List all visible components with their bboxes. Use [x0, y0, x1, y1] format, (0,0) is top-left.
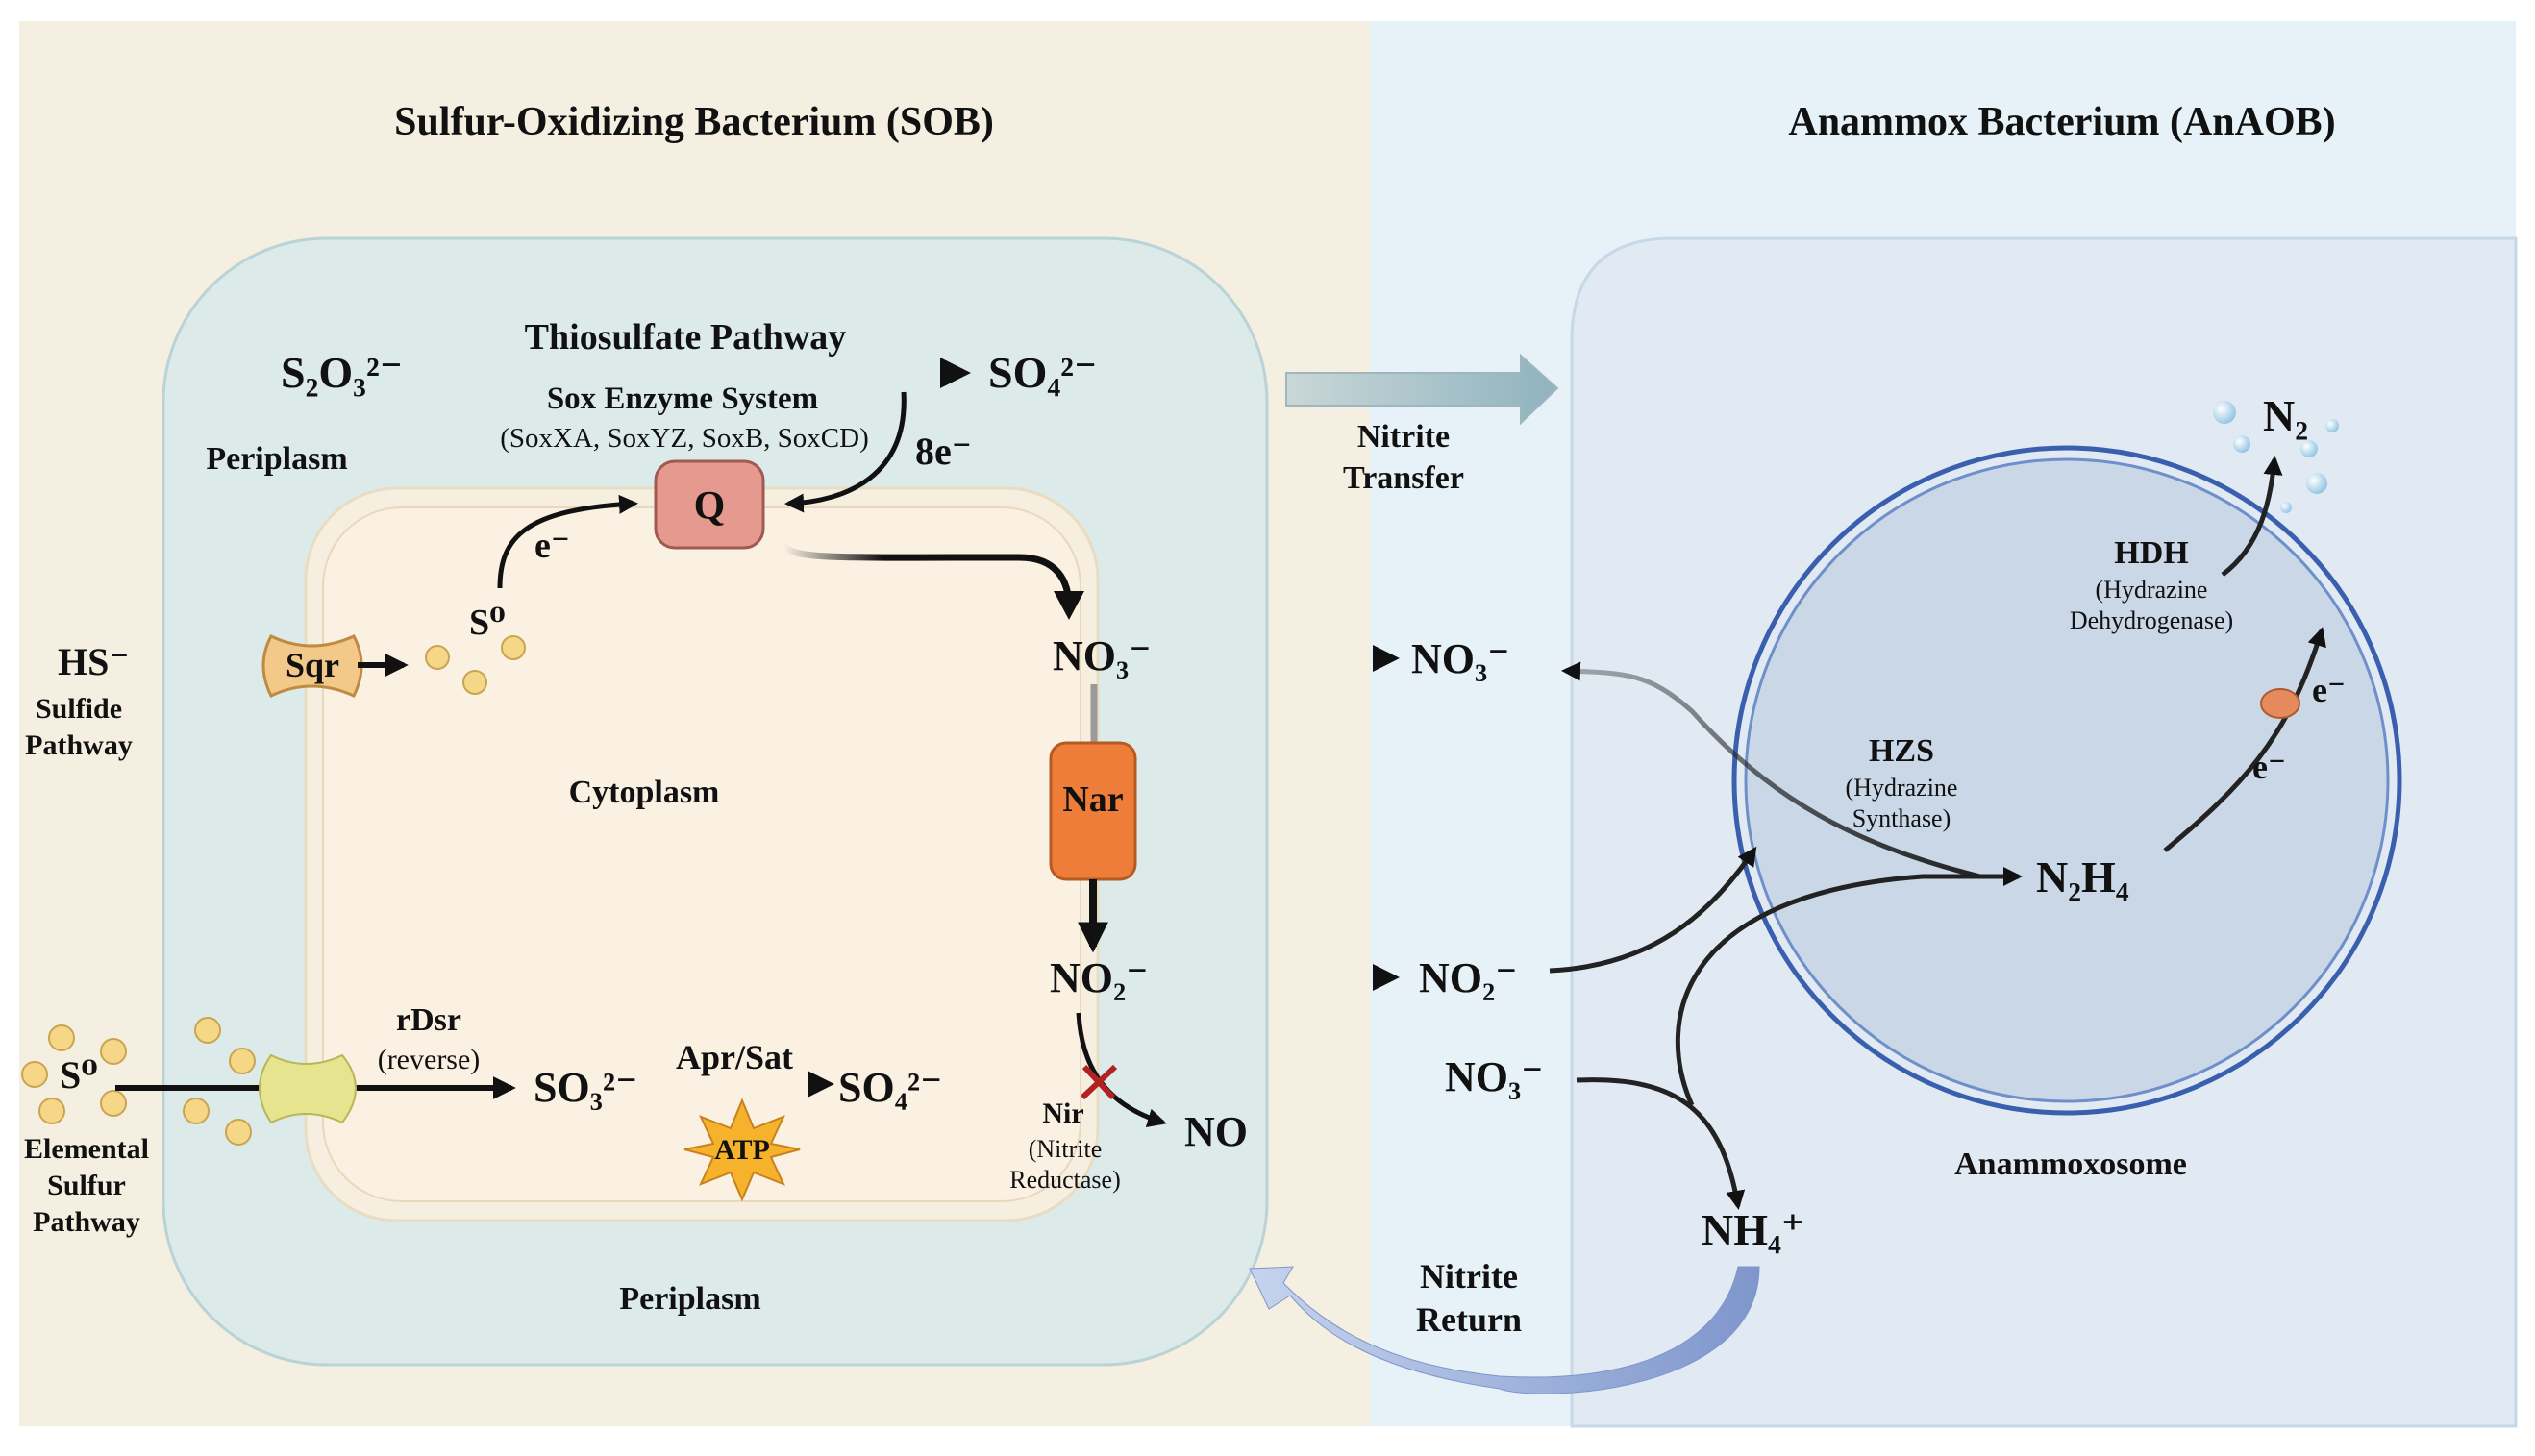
n2h4-to-electron-arrow	[2163, 627, 2326, 852]
hs-label: HS⁻	[58, 640, 129, 683]
sulfide-pathway-label-2: Pathway	[25, 729, 133, 761]
gas-bubble	[2325, 419, 2339, 432]
rdsr-label: rDsr	[396, 1002, 461, 1038]
electron-label-2: e⁻	[2252, 748, 2286, 786]
sob-title: Sulfur-Oxidizing Bacterium (SOB)	[394, 100, 994, 144]
eight-e-label: 8e⁻	[915, 430, 972, 473]
s0-external-label: S⁰	[60, 1053, 98, 1097]
sulfur-dot	[462, 670, 487, 695]
nir-block-mark	[1080, 1064, 1118, 1100]
so4-bottom-label: SO₄²⁻	[838, 1064, 942, 1111]
anammoxosome-label: Anammoxosome	[1954, 1147, 2187, 1182]
no-label: NO	[1184, 1108, 1248, 1155]
gas-bubble	[2280, 502, 2292, 513]
nh4-to-n2h4-arrow	[1675, 867, 2023, 1107]
no3-cytoplasm-label: NO₃⁻	[1053, 632, 1151, 679]
gas-bubble	[2213, 401, 2236, 424]
sox-components-label: (SoxXA, SoxYZ, SoxB, SoxCD)	[500, 423, 869, 454]
no2-middle-label: NO₂⁻	[1419, 954, 1517, 1001]
no3-middle-label: NO₃⁻	[1411, 635, 1509, 682]
n2-label: N₂	[2263, 391, 2308, 440]
hdh-full-label-2: Dehydrogenase)	[2070, 606, 2233, 634]
rdsr-reverse-label: (reverse)	[378, 1044, 481, 1075]
no3-lower-label: NO₃⁻	[1445, 1053, 1543, 1100]
nir-full-label-2: Reductase)	[1009, 1166, 1121, 1194]
sulfur-dot	[100, 1038, 127, 1065]
nitrite-transfer-label-1: Nitrite	[1357, 419, 1450, 455]
sulfur-dot	[425, 645, 450, 670]
no2-to-hzs-arrow	[1549, 846, 1757, 974]
periplasm-bottom-label: Periplasm	[619, 1281, 760, 1317]
nar-label: Nar	[1062, 779, 1123, 820]
so4-top-label: SO₄²⁻	[988, 348, 1097, 397]
elemental-pathway-label-3: Pathway	[33, 1206, 140, 1238]
electron-label-1: e⁻	[2312, 671, 2346, 709]
nir-full-label-1: (Nitrite	[1029, 1135, 1103, 1163]
no2-export-arrow-head	[1373, 964, 1400, 991]
no2-cytoplasm-label: NO₂⁻	[1050, 954, 1148, 1001]
sulfur-dot	[21, 1061, 48, 1088]
hzs-full-label-1: (Hydrazine	[1846, 774, 1958, 802]
quinone-box	[654, 459, 765, 550]
atp-label: ATP	[714, 1134, 770, 1166]
nitrite-return-label-2: Return	[1416, 1300, 1522, 1339]
nitrite-return-arrow	[1249, 1266, 1760, 1394]
sulfide-pathway-label-1: Sulfide	[36, 693, 122, 725]
quinone-label: Q	[694, 484, 726, 529]
sulfur-dot	[194, 1017, 221, 1044]
anaob-title: Anammox Bacterium (AnAOB)	[1788, 100, 2335, 144]
sqr-label: Sqr	[286, 646, 339, 684]
s2o3-label: S₂O₃²⁻	[281, 348, 403, 397]
sulfur-dot	[225, 1119, 252, 1146]
so3-to-so4-arrow-head	[808, 1071, 834, 1098]
s0-cytoplasm-label: S⁰	[469, 603, 506, 643]
hdh-to-n2-arrow	[2221, 456, 2283, 577]
nh4-label: NH₄⁺	[1702, 1205, 1804, 1254]
sulfur-dot	[48, 1024, 75, 1051]
nitrite-transfer-label-2: Transfer	[1343, 460, 1464, 496]
hzs-label: HZS	[1869, 733, 1934, 769]
gas-bubble	[2300, 440, 2318, 457]
no3-to-nh4-arrow	[1576, 1077, 1746, 1210]
hdh-label: HDH	[2114, 535, 2188, 571]
nitrite-return-label-1: Nitrite	[1420, 1257, 1518, 1296]
atp-burst	[683, 1098, 801, 1202]
sulfur-dot	[501, 635, 526, 660]
sulfur-dot	[183, 1098, 210, 1124]
nir-label: Nir	[1042, 1098, 1083, 1129]
so3-label: SO₃²⁻	[534, 1064, 637, 1111]
s0-transporter	[259, 1053, 357, 1124]
elemental-pathway-label-1: Elemental	[24, 1133, 149, 1165]
q-to-no3-arrow-head	[1054, 591, 1084, 620]
thiosulfate-pathway-label: Thiosulfate Pathway	[525, 317, 847, 358]
periplasm-top-label: Periplasm	[206, 441, 347, 477]
anammoxosome-outer-membrane	[1731, 445, 2402, 1116]
gas-bubble	[2233, 435, 2250, 453]
sqr-transporter	[261, 634, 363, 698]
nitrite-transfer-arrow	[1285, 353, 1559, 426]
elemental-pathway-label-2: Sulfur	[47, 1170, 126, 1201]
cytoplasm-label: Cytoplasm	[569, 775, 720, 810]
no3-export-arrow-head	[1373, 645, 1400, 672]
hzs-full-label-2: Synthase)	[1852, 804, 1951, 832]
sox-system-label: Sox Enzyme System	[547, 382, 818, 416]
sulfur-dot	[100, 1090, 127, 1117]
n2h4-to-no3-arrow	[1561, 661, 1981, 879]
sob-cytoplasm	[322, 506, 1081, 1202]
eight-e-arrow	[784, 391, 907, 513]
q-to-no3-arrow	[781, 543, 1073, 608]
n2h4-label: N₂H₄	[2036, 852, 2129, 901]
sulfur-dot	[229, 1048, 256, 1074]
hdh-full-label-1: (Hydrazine	[2096, 576, 2208, 604]
thiosulfate-arrow-head	[940, 358, 971, 388]
sulfur-dot	[38, 1098, 65, 1124]
electron-carrier	[2260, 688, 2300, 719]
apr-sat-label: Apr/Sat	[676, 1038, 793, 1076]
s0-to-q-arrow	[497, 494, 638, 589]
e-minus-label: e⁻	[534, 526, 570, 566]
gas-bubble	[2306, 473, 2327, 494]
anammoxosome	[1744, 457, 2390, 1103]
